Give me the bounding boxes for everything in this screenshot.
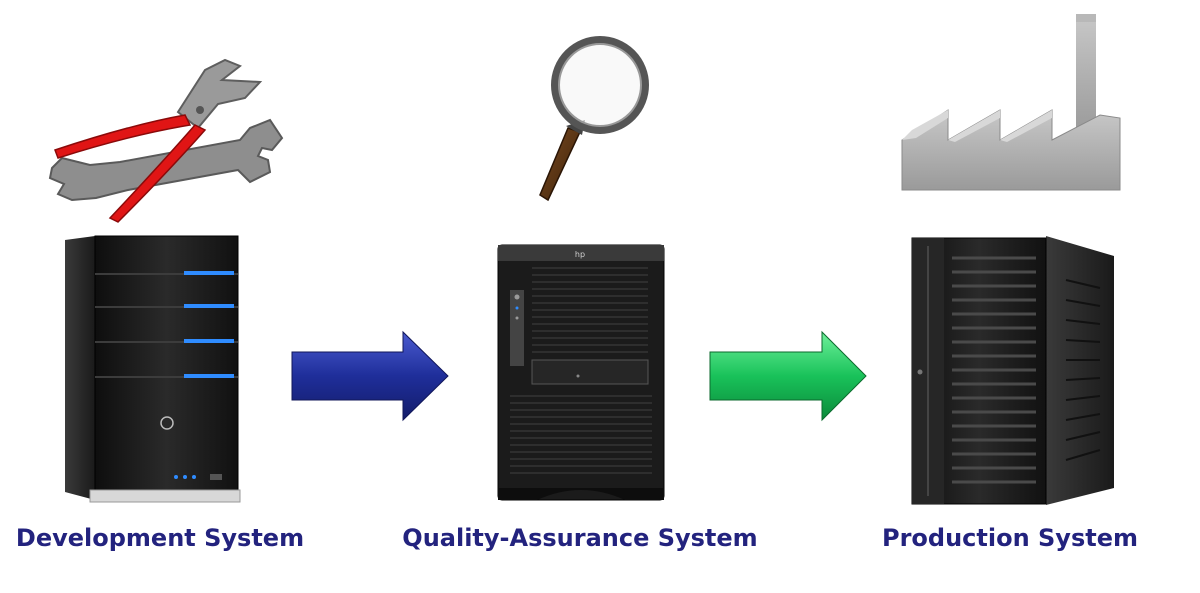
quality-assurance-system-label: Quality-Assurance System [400, 518, 760, 558]
development-system-label: Development System [10, 518, 310, 558]
arrow-right-icon [710, 332, 866, 420]
tower-server-grille: hp [498, 245, 664, 500]
tower-server-production [912, 236, 1114, 505]
factory-icon [902, 14, 1120, 190]
arrow-right-icon [292, 332, 448, 420]
tower-server-blue-leds [65, 236, 240, 502]
production-system-label: Production System [870, 518, 1150, 558]
svg-text:hp: hp [575, 250, 585, 259]
tools-icon [50, 60, 282, 222]
magnifying-glass-icon [540, 40, 645, 200]
